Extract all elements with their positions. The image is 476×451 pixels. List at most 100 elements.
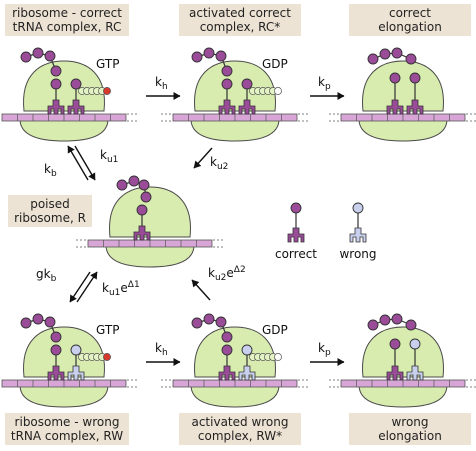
large-subunit bbox=[109, 186, 191, 238]
label-wrong-elongation-line2: elongation bbox=[378, 429, 442, 443]
label-correct-elongation-line2: elongation bbox=[378, 20, 442, 34]
arrow-kb bbox=[67, 145, 89, 181]
label-poised-line2: ribosome, R bbox=[14, 211, 86, 225]
label-rw-line1: ribosome - wrong bbox=[14, 415, 120, 429]
peptide-chain bbox=[20, 47, 62, 77]
arrow-ku1e bbox=[76, 271, 98, 303]
peptide-chain bbox=[191, 313, 233, 343]
incoming-trna-wrong bbox=[238, 344, 256, 381]
label-rw-star-line2: complex, RW* bbox=[197, 429, 283, 443]
small-subunit bbox=[19, 384, 109, 408]
label-wrong-elongation: wrong elongation bbox=[349, 413, 471, 445]
complex-correct-elongation bbox=[329, 47, 476, 142]
label-rc-star: activated correct complex, RC* bbox=[179, 4, 301, 36]
label-poised: poised ribosome, R bbox=[8, 195, 92, 227]
small-subunit bbox=[358, 118, 448, 142]
mrna-strand bbox=[76, 239, 224, 248]
rate-kp-top: kp bbox=[318, 75, 331, 92]
small-subunit bbox=[105, 244, 195, 268]
rate-ku2: ku2 bbox=[210, 155, 228, 172]
ef-tu-ternary bbox=[78, 353, 111, 361]
label-rw-star-line1: activated wrong bbox=[191, 415, 289, 429]
incoming-trna-wrong bbox=[67, 344, 85, 381]
mrna-strand bbox=[329, 379, 476, 388]
label-wrong-elongation-line1: wrong bbox=[391, 415, 429, 429]
gtp-cap bbox=[103, 87, 111, 95]
legend-wrong-label: wrong bbox=[339, 247, 376, 261]
rate-ku2e: ku2eΔ2 bbox=[208, 265, 246, 283]
peptidyl-trna bbox=[218, 78, 236, 115]
label-correct-elongation: correct elongation bbox=[349, 4, 471, 36]
complex-wrong-elongation bbox=[329, 313, 476, 408]
legend-correct-label: correct bbox=[275, 247, 317, 261]
gdp-cap bbox=[274, 353, 282, 361]
peptide-chain bbox=[367, 313, 417, 331]
label-rw-line2: tRNA complex, RW bbox=[10, 429, 124, 443]
gdp-label-bottom: GDP bbox=[262, 323, 288, 337]
mrna-strand bbox=[0, 379, 138, 388]
label-correct-elongation-line1: correct bbox=[388, 6, 432, 20]
peptidyl-trna bbox=[133, 204, 151, 241]
small-subunit bbox=[358, 384, 448, 408]
gdp-label-top: GDP bbox=[262, 57, 288, 71]
ef-tu-ternary bbox=[78, 87, 111, 95]
rate-ku1e: ku1eΔ1 bbox=[102, 280, 140, 298]
rate-kh-bottom: kh bbox=[155, 341, 168, 358]
incoming-trna-correct bbox=[406, 72, 424, 115]
rate-kh-top: kh bbox=[155, 75, 168, 92]
rate-kb: kb bbox=[44, 162, 57, 179]
peptidyl-trna bbox=[386, 338, 404, 381]
mrna-strand bbox=[0, 113, 138, 122]
label-rc-line2: tRNA complex, RC bbox=[12, 20, 122, 34]
peptidyl-trna bbox=[386, 72, 404, 115]
complex-rc-star bbox=[161, 47, 309, 142]
large-subunit bbox=[23, 60, 105, 112]
small-subunit bbox=[190, 384, 280, 408]
complex-rc bbox=[0, 47, 138, 142]
incoming-trna-correct bbox=[238, 78, 256, 115]
rate-gkb: gkb bbox=[36, 267, 57, 284]
gtp-cap bbox=[103, 353, 111, 361]
rate-ku1: ku1 bbox=[100, 148, 118, 165]
peptidyl-trna bbox=[47, 78, 65, 115]
small-subunit bbox=[19, 118, 109, 142]
peptide-chain bbox=[191, 47, 233, 77]
label-rw: ribosome - wrong tRNA complex, RW bbox=[5, 413, 129, 445]
complex-rw-star bbox=[161, 313, 309, 408]
incoming-trna-correct bbox=[67, 78, 85, 115]
label-rc-line1: ribosome - correct bbox=[12, 6, 122, 20]
arrow-ku2e bbox=[191, 279, 211, 301]
legend-correct-trna-icon bbox=[287, 202, 305, 243]
ef-tu-ternary bbox=[249, 87, 282, 95]
gtp-label-top: GTP bbox=[96, 57, 119, 71]
label-rc: ribosome - correct tRNA complex, RC bbox=[5, 4, 129, 36]
arrow-gkb bbox=[69, 271, 91, 303]
peptidyl-trna bbox=[47, 344, 65, 381]
incoming-trna-wrong bbox=[406, 338, 424, 381]
gdp-cap bbox=[274, 87, 282, 95]
large-subunit bbox=[362, 60, 444, 112]
large-subunit bbox=[23, 326, 105, 378]
ef-tu-ternary bbox=[249, 353, 282, 361]
mrna-strand bbox=[329, 113, 476, 122]
mrna-strand bbox=[161, 113, 309, 122]
gtp-label-bottom: GTP bbox=[96, 323, 119, 337]
peptide-chain bbox=[116, 175, 152, 203]
arrow-ku2 bbox=[193, 147, 213, 169]
legend-wrong-trna-icon bbox=[349, 202, 367, 243]
peptide-chain bbox=[20, 313, 62, 343]
rate-kp-bottom: kp bbox=[318, 341, 331, 358]
label-rc-star-line1: activated correct bbox=[189, 6, 291, 20]
label-rc-star-line2: complex, RC* bbox=[199, 20, 281, 34]
large-subunit bbox=[362, 326, 444, 378]
label-poised-line1: poised bbox=[30, 197, 70, 211]
peptidyl-trna bbox=[218, 344, 236, 381]
mrna-strand bbox=[161, 379, 309, 388]
small-subunit bbox=[190, 118, 280, 142]
complex-rw bbox=[0, 313, 138, 408]
peptide-chain bbox=[367, 47, 417, 65]
complex-poised bbox=[76, 175, 224, 268]
arrow-ku1 bbox=[74, 145, 96, 181]
